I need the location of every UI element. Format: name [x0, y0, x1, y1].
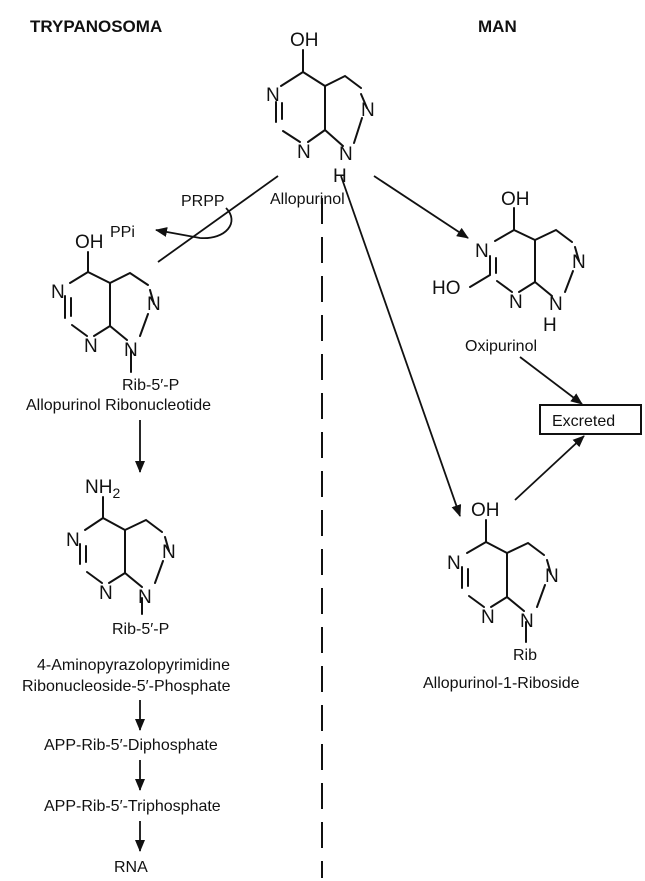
atom-n: N [51, 282, 65, 303]
excreted-box [539, 404, 642, 435]
atom-n: N [99, 583, 113, 604]
atom-oh: OH [471, 500, 500, 521]
atom-n: N [297, 142, 311, 163]
atom-n: N [545, 566, 559, 587]
substituent-rib: Rib [513, 647, 537, 664]
atom-n: N [266, 85, 280, 106]
substituent-rib5p: Rib-5′-P [112, 621, 169, 638]
aminopyrazolopyrimidine-structure: NH2 N N N N Rib-5′-P [66, 477, 176, 638]
atom-n: N [475, 241, 489, 262]
atom-n: N [138, 587, 152, 608]
substituent-rib5p: Rib-5′-P [122, 377, 179, 394]
atom-n: N [66, 530, 80, 551]
arrow-to-oxipurinol [373, 175, 469, 239]
compound-allopurinol: Allopurinol [270, 191, 345, 208]
atom-n: N [549, 294, 563, 315]
compound-excreted: Excreted [552, 413, 615, 430]
allopurinol-riboside-structure: OH N N N N Rib [447, 500, 559, 664]
compound-oxipurinol: Oxipurinol [465, 338, 537, 355]
atom-n: N [339, 144, 353, 165]
reagent-prpp: PRPP [181, 193, 225, 210]
atom-nh2: NH2 [85, 477, 120, 501]
header-trypanosoma: TRYPANOSOMA [30, 17, 162, 36]
header-man: MAN [478, 17, 517, 36]
atom-n: N [162, 542, 176, 563]
compound-app-diphosphate: APP-Rib-5′-Diphosphate [44, 737, 218, 754]
atom-n: N [520, 611, 534, 632]
allopurinol-ribonucleotide-structure: OH N N N N Rib-5′-P [51, 232, 179, 394]
compound-app-line1: 4-Aminopyrazolopyrimidine [37, 657, 230, 674]
compound-rna: RNA [114, 859, 148, 876]
allopurinol-structure: OH N N N N H [266, 30, 375, 187]
compound-app-triphosphate: APP-Rib-5′-Triphosphate [44, 798, 221, 815]
atom-n: N [124, 340, 138, 361]
atom-oh: OH [75, 232, 104, 253]
compound-allopurinol-riboside: Allopurinol-1-Riboside [423, 675, 580, 692]
atom-oh: OH [290, 30, 319, 51]
atom-n: N [84, 336, 98, 357]
compound-app-line2: Ribonucleoside-5′-Phosphate [22, 678, 231, 695]
atom-ho: HO [432, 278, 461, 299]
compound-allopurinol-ribonucleotide: Allopurinol Ribonucleotide [26, 397, 211, 414]
atom-n: N [147, 294, 161, 315]
atom-n: N [509, 292, 523, 313]
atom-n: N [447, 553, 461, 574]
atom-oh: OH [501, 189, 530, 210]
arrow-riboside-to-excreted [514, 435, 585, 501]
atom-n: N [572, 252, 586, 273]
reagent-ppi: PPi [110, 224, 135, 241]
prpp-ppi-arrow [155, 207, 233, 239]
atom-h: H [543, 315, 557, 336]
atom-n: N [361, 100, 375, 121]
arrow-to-ribonucleotide [157, 175, 279, 263]
arrow-to-riboside [340, 175, 462, 517]
oxipurinol-structure: OH N HO N N N H [432, 189, 586, 336]
atom-n: N [481, 607, 495, 628]
arrow-oxipurinol-to-excreted [519, 356, 583, 405]
